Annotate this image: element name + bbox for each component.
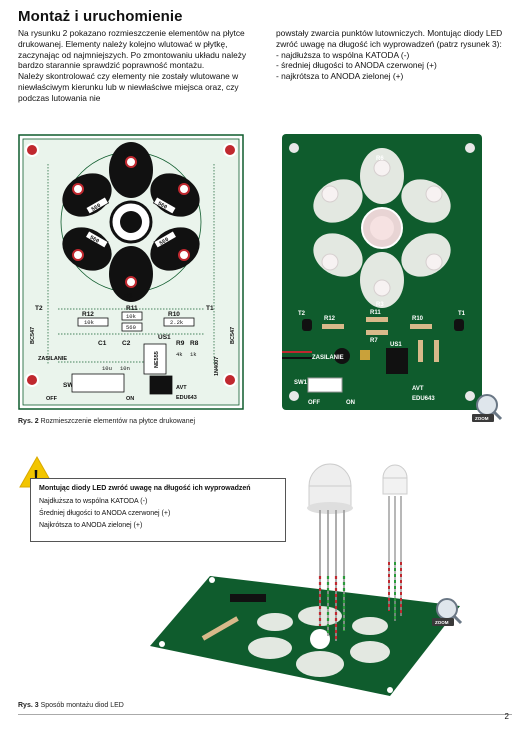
- figure-caption: Rys. 3 Sposób montażu diod LED: [18, 702, 124, 709]
- caption-label: Rys. 3: [18, 702, 39, 709]
- ref-label: EDU643: [412, 396, 435, 402]
- caption-text: Sposób montażu diod LED: [38, 702, 124, 709]
- ref-label: ZASILANIE: [312, 355, 344, 361]
- ref-label: US1: [390, 342, 402, 348]
- text-column-right: powstały zwarcia punktów lutowniczych. M…: [276, 28, 511, 82]
- note-heading: Montując diody LED zwróć uwagę na długoś…: [39, 485, 251, 492]
- pcb-photo: R6 R3 T2 T1 R12 R10 R11 R7 ZASILANIE US1…: [282, 134, 482, 410]
- ref-label: R6: [124, 151, 133, 158]
- footer-divider: [18, 714, 512, 715]
- component-value: 10n: [120, 365, 130, 372]
- component-value: 10k: [84, 319, 95, 326]
- ref-label: SW1: [63, 382, 77, 389]
- led-mounting-illustration: [150, 463, 460, 696]
- text-column-left: Na rysunku 2 pokazano rozmieszczenie ele…: [18, 28, 263, 104]
- ref-label: T2: [35, 305, 43, 312]
- zoom-icon[interactable]: ZOOM: [430, 596, 464, 630]
- page-number: 2: [504, 712, 509, 721]
- component-value: 560: [126, 324, 136, 331]
- zoom-label: ZOOM: [475, 416, 489, 421]
- paragraph: Należy skontrolować czy elementy nie zos…: [18, 71, 239, 103]
- ref-label: R10: [168, 311, 180, 318]
- component-value: 10k: [126, 313, 137, 320]
- ref-label: R12: [324, 316, 336, 322]
- figure-caption: Rys. 2 Rozmieszczenie elementów na płytc…: [18, 418, 195, 425]
- ref-label: R3: [124, 293, 133, 300]
- ref-label: OFF: [308, 400, 320, 406]
- ref-label: C1: [98, 340, 107, 347]
- pcb-layout-drawing: 560 560 560 560 R6 R3 T2 T1 R11 R12 R10 …: [18, 134, 244, 410]
- ref-label: NE555: [154, 351, 160, 368]
- component-value: 10u: [102, 365, 112, 372]
- ref-label: AVT: [176, 385, 187, 391]
- ref-label: R9: [176, 340, 185, 347]
- caption-text: Rozmieszczenie elementów na płytce druko…: [38, 418, 196, 425]
- ref-label: T2: [298, 311, 306, 317]
- ref-label: R8: [190, 340, 199, 347]
- list-item: - najdłuższa to wspólna KATODA (-): [276, 49, 410, 60]
- ref-label: R7: [370, 338, 378, 344]
- ref-label: T1: [206, 305, 214, 312]
- ref-label: ON: [126, 396, 134, 402]
- page-title: Montaż i uruchomienie: [18, 8, 183, 25]
- caption-label: Rys. 2: [18, 418, 39, 425]
- ref-label: ON: [346, 400, 355, 406]
- list-item: - najkrótsza to ANODA zielonej (+): [276, 71, 404, 82]
- note-box: Montując diody LED zwróć uwagę na długoś…: [30, 478, 286, 542]
- ref-label: EDU643: [176, 395, 197, 401]
- paragraph: Na rysunku 2 pokazano rozmieszczenie ele…: [18, 28, 247, 71]
- zoom-label: ZOOM: [435, 620, 449, 625]
- ref-label: SW1: [294, 380, 308, 386]
- ref-label: R6: [376, 156, 384, 162]
- zoom-icon[interactable]: ZOOM: [470, 392, 504, 426]
- ref-label: T1: [458, 311, 466, 317]
- ref-label: BC547: [30, 327, 36, 344]
- ref-label: C2: [122, 340, 131, 347]
- component-value: 4k: [176, 351, 183, 358]
- ref-label: ZASILANIE: [38, 356, 67, 362]
- resistor-value: 560: [90, 202, 102, 213]
- ref-label: R12: [82, 311, 94, 318]
- ref-label: BC547: [230, 327, 236, 344]
- warning-glyph: !: [33, 467, 39, 487]
- component-value: 2.2k: [170, 319, 184, 326]
- ref-label: OFF: [46, 396, 58, 402]
- note-line: Średniej długości to ANODA czerwonej (+): [39, 510, 171, 517]
- resistor-value: 560: [158, 236, 170, 247]
- ref-label: 1N4007: [214, 357, 220, 376]
- ref-label: AVT: [412, 386, 424, 392]
- note-line: Najdłuższa to wspólna KATODA (-): [39, 498, 148, 505]
- ref-label: R3: [376, 302, 384, 308]
- list-item: - średniej długości to ANODA czerwonej (…: [276, 60, 437, 71]
- ref-label: R11: [370, 310, 381, 316]
- resistor-value: 560: [156, 200, 168, 211]
- resistor-value: 560: [88, 234, 100, 245]
- ref-label: US1: [158, 334, 171, 341]
- ref-label: R11: [126, 305, 138, 312]
- note-line: Najkrótsza to ANODA zielonej (+): [39, 522, 143, 529]
- component-value: 1k: [190, 351, 197, 358]
- paragraph: powstały zwarcia punktów lutowniczych. M…: [276, 28, 503, 49]
- ref-label: R10: [412, 316, 424, 322]
